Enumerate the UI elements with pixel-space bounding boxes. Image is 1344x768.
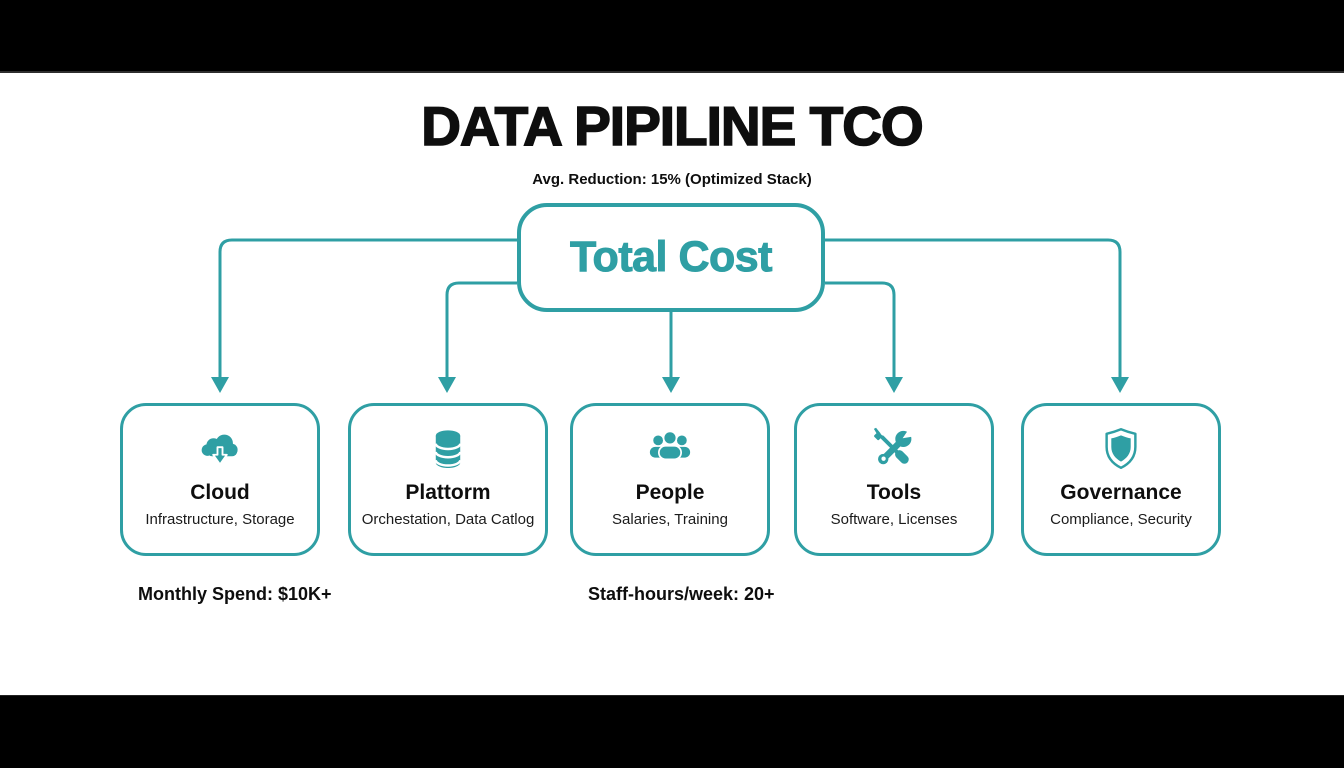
shield-icon <box>1098 426 1144 472</box>
node-cloud-label: Cloud <box>190 480 250 504</box>
total-cost-label: Total Cost <box>569 233 773 282</box>
node-governance-label: Governance <box>1060 480 1182 504</box>
node-governance-description: Compliance, Security <box>1050 510 1192 528</box>
node-cloud-description: Infrastructure, Storage <box>145 510 295 528</box>
annotation-monthly-spend: Monthly Spend: $10K+ <box>138 584 332 604</box>
node-total-cost: Total Cost <box>517 203 825 312</box>
node-tools: Tools Software, Licenses <box>794 403 994 556</box>
node-governance: Governance Compliance, Security <box>1021 403 1221 556</box>
node-tools-description: Software, Licenses <box>830 510 958 528</box>
annotation-staff-hours: Staff-hours/week: 20+ <box>588 584 775 604</box>
node-people-description: Salaries, Training <box>612 510 728 528</box>
people-group-icon <box>647 426 693 472</box>
page-subtitle: Avg. Reduction: 15% (Optimized Stack) <box>532 171 812 188</box>
cloud-download-icon <box>197 426 243 472</box>
node-platform: Plattorm Orchestation, Data Catlog <box>348 403 548 556</box>
node-tools-label: Tools <box>866 480 922 504</box>
database-icon <box>425 426 471 472</box>
node-platform-label: Plattorm <box>405 480 491 504</box>
wrench-screwdriver-icon <box>871 426 917 472</box>
node-people: People Salaries, Training <box>570 403 770 556</box>
bottom-letterbox-bar <box>0 695 1344 768</box>
page-title: DATA PIPILINE TCO <box>420 94 924 158</box>
node-people-label: People <box>635 480 705 504</box>
top-letterbox-bar <box>0 0 1344 73</box>
node-cloud: Cloud Infrastructure, Storage <box>120 403 320 556</box>
node-platform-description: Orchestation, Data Catlog <box>361 510 535 528</box>
